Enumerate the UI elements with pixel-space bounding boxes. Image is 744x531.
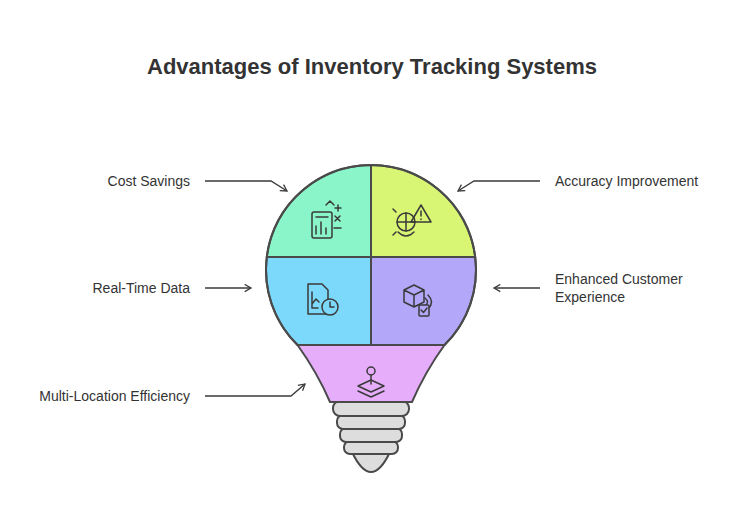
icon-part bbox=[308, 284, 328, 314]
icon-part bbox=[326, 201, 334, 205]
segment-shape-svg bbox=[266, 257, 371, 345]
icon-part bbox=[393, 209, 396, 235]
icon-part bbox=[330, 302, 334, 307]
icon-part bbox=[312, 292, 319, 308]
segment-shape-svg bbox=[371, 257, 476, 345]
icon-part bbox=[367, 367, 375, 375]
icon-part bbox=[334, 205, 341, 228]
cost-icon bbox=[312, 201, 341, 238]
icon-part bbox=[420, 211, 422, 220]
icon-part bbox=[397, 213, 415, 231]
icon-part bbox=[370, 375, 372, 384]
segment-shape bbox=[267, 165, 371, 257]
data-icon bbox=[308, 284, 338, 315]
icon-part bbox=[419, 305, 429, 316]
icon-part bbox=[397, 213, 415, 231]
bulb-segment: Enhanced Customer Experience bbox=[371, 257, 476, 345]
bulb-base bbox=[333, 401, 409, 472]
leader-arrow bbox=[494, 287, 540, 288]
base-thread bbox=[340, 428, 402, 442]
leader-arrow bbox=[205, 384, 305, 396]
icon-part bbox=[425, 295, 432, 309]
icon-part bbox=[312, 212, 332, 238]
segment-shape-svg bbox=[371, 165, 476, 257]
bulb-segment: Accuracy Improvement bbox=[371, 165, 476, 257]
icon-part bbox=[398, 232, 414, 236]
leader-arrow bbox=[458, 181, 540, 191]
icon-part bbox=[421, 308, 427, 313]
diagram-title: Advantages of Inventory Tracking Systems bbox=[0, 52, 744, 82]
segment-label: Enhanced Customer Experience bbox=[555, 270, 695, 306]
bulb-segment: Real-Time Data bbox=[266, 257, 371, 345]
segment-label: Multi-Location Efficiency bbox=[10, 387, 190, 405]
segment-shape bbox=[266, 257, 371, 345]
leader-arrow bbox=[205, 181, 287, 191]
icon-part bbox=[411, 205, 431, 222]
leader-arrow bbox=[205, 287, 251, 288]
segment-label: Real-Time Data bbox=[10, 279, 190, 297]
segment-shape bbox=[371, 257, 476, 345]
base-thread bbox=[337, 415, 405, 429]
bulb-segment: Multi-Location Efficiency bbox=[297, 345, 445, 402]
icon-part bbox=[404, 285, 424, 307]
segment-label: Accuracy Improvement bbox=[555, 172, 735, 190]
icon-part bbox=[358, 380, 384, 392]
segment-label: Cost Savings bbox=[10, 172, 190, 190]
icon-part bbox=[316, 222, 326, 234]
segment-shape-svg bbox=[297, 345, 445, 402]
base-collar bbox=[333, 401, 409, 416]
icon-part bbox=[316, 216, 328, 218]
bulb-segment: Cost Savings bbox=[266, 165, 371, 257]
segment-shape bbox=[371, 165, 475, 257]
segment-shape bbox=[298, 345, 445, 402]
bulb-outline bbox=[266, 165, 476, 345]
customer-icon bbox=[404, 285, 432, 316]
segment-shape-svg bbox=[266, 165, 371, 257]
location-icon bbox=[358, 367, 384, 397]
icon-part bbox=[358, 391, 384, 397]
accuracy-icon bbox=[393, 205, 431, 236]
icon-part bbox=[322, 299, 338, 315]
